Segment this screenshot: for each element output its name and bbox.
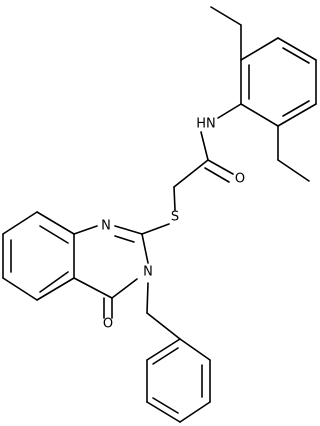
bond <box>179 338 211 361</box>
bond <box>2 211 38 235</box>
bond <box>146 338 181 361</box>
bond <box>240 103 279 127</box>
bond <box>277 159 310 182</box>
bond <box>114 235 135 243</box>
atom-label-n3: N <box>143 265 153 280</box>
bond <box>200 131 209 161</box>
ethyl-group-top <box>210 6 242 61</box>
bond <box>141 223 170 235</box>
bond <box>277 37 317 61</box>
atom-label-amide-oxygen: O <box>235 172 245 187</box>
atom-labels: HN O S N N O <box>101 117 245 332</box>
bond <box>173 159 209 188</box>
quinazolinone-core <box>2 211 149 319</box>
atom-label-nh: HN <box>196 117 216 132</box>
bond <box>39 225 69 244</box>
bond <box>277 103 317 127</box>
bond <box>36 277 75 301</box>
amide-chain <box>141 103 242 235</box>
bond <box>152 397 179 414</box>
bond <box>2 277 38 301</box>
ethyl-group-bottom <box>277 125 310 182</box>
diethylphenyl-ring <box>240 37 317 127</box>
atom-label-ketone-oxygen: O <box>103 317 113 332</box>
bond <box>282 47 310 64</box>
benzyl-group <box>146 282 211 423</box>
atom-label-sulfur: S <box>171 210 179 225</box>
bond <box>146 312 181 340</box>
bond <box>36 211 75 235</box>
bond <box>173 186 176 211</box>
bond <box>111 278 138 299</box>
bond <box>210 6 242 26</box>
bond <box>152 347 179 365</box>
atom-label-n1: N <box>101 219 111 234</box>
bond <box>207 159 234 175</box>
bond <box>39 271 69 293</box>
bond <box>141 233 149 264</box>
bond <box>73 225 98 235</box>
bond <box>146 282 149 314</box>
bond <box>73 277 113 299</box>
bond <box>282 100 310 117</box>
bond <box>217 103 242 119</box>
bond <box>240 37 279 61</box>
bond <box>114 225 143 235</box>
bond <box>146 401 181 423</box>
bond <box>204 167 230 183</box>
bond <box>179 401 211 423</box>
